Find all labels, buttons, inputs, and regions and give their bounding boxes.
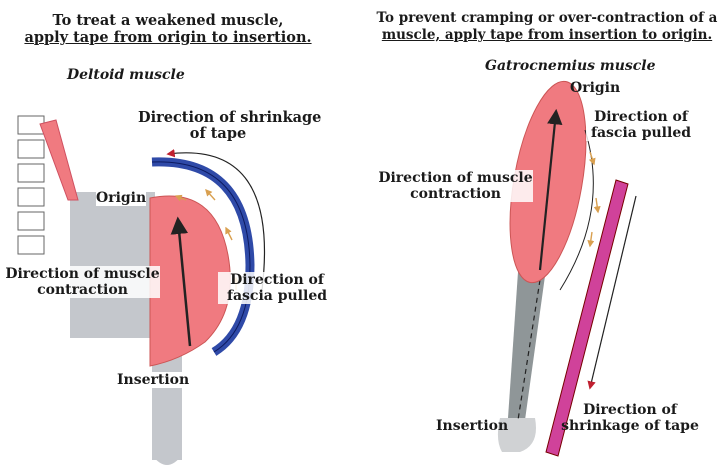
left-label-insertion: Insertion bbox=[117, 372, 189, 388]
right-label-origin: Origin bbox=[570, 80, 620, 96]
left-label-fascia: Direction of fascia pulled bbox=[218, 272, 336, 304]
left-label-contraction-line2: contraction bbox=[5, 282, 160, 298]
right-fascia-arrows bbox=[590, 152, 598, 246]
right-label-insertion: Insertion bbox=[436, 418, 508, 434]
left-label-shrinkage-line2: of tape bbox=[138, 126, 298, 142]
left-label-shrinkage: Direction of shrinkage of tape bbox=[138, 110, 298, 142]
right-label-fascia: Direction of fascia pulled bbox=[586, 109, 696, 141]
left-label-origin: Origin bbox=[96, 190, 146, 206]
right-label-shrinkage-line1: Direction of bbox=[550, 402, 710, 418]
left-label-contraction: Direction of muscle contraction bbox=[5, 266, 160, 298]
right-label-contraction-line1: Direction of muscle bbox=[378, 170, 533, 186]
right-label-contraction-line2: contraction bbox=[378, 186, 533, 202]
right-label-fascia-line1: Direction of bbox=[586, 109, 696, 125]
left-label-contraction-line1: Direction of muscle bbox=[5, 266, 160, 282]
right-label-shrinkage-line2: shrinkage of tape bbox=[550, 418, 710, 434]
left-label-shrinkage-line1: Direction of shrinkage bbox=[138, 110, 298, 126]
left-label-fascia-line1: Direction of bbox=[218, 272, 336, 288]
scapula-blocks bbox=[18, 116, 44, 254]
right-label-contraction: Direction of muscle contraction bbox=[378, 170, 533, 202]
left-label-fascia-line2: fascia pulled bbox=[218, 288, 336, 304]
clavicle-muscle bbox=[40, 120, 78, 200]
right-label-fascia-line2: fascia pulled bbox=[586, 125, 696, 141]
right-label-shrinkage: Direction of shrinkage of tape bbox=[550, 402, 710, 434]
